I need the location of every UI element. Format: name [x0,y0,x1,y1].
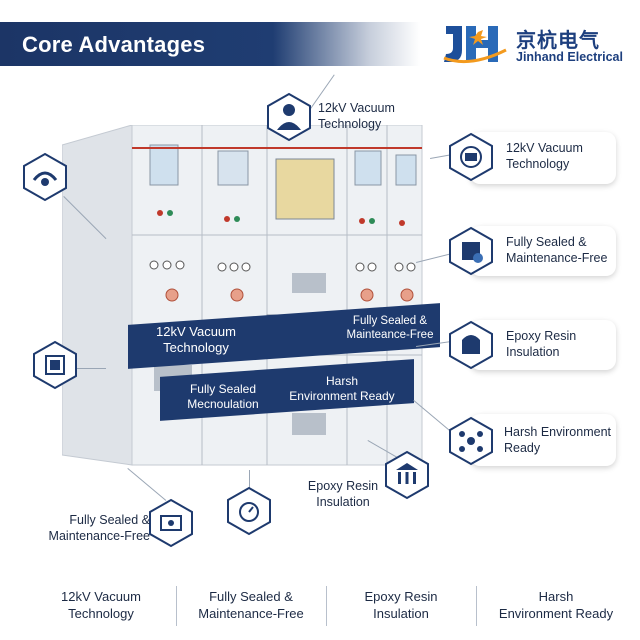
callout-card-4 [470,414,616,466]
callout-right-2-label: Fully Sealed & Maintenance-Free [506,235,608,265]
sealed-icon [449,226,493,276]
footer-item-4: Harsh Environment Ready [498,589,614,621]
building-icon [385,450,429,500]
header: Core Advantages 京杭电气 Jinhand Electrical [0,0,640,80]
engineer-icon [267,92,311,142]
footer-item-3: Epoxy Resin Insulation [364,589,438,621]
brand-logo: 京杭电气 Jinhand Electrical [440,18,630,68]
footer-item-2: Fully Sealed & Maintenance-Free [198,589,304,621]
callout-right-3-label: Epoxy Resin Insulation [506,329,577,359]
footer-divider [326,586,327,626]
band-2-right-text: Harsh Environment Ready [289,374,395,403]
brand-name-en: Jinhand Electrical [516,50,623,64]
callout-card-3 [470,320,616,370]
page-title: Core Advantages [22,32,206,57]
resin-icon [449,320,493,370]
callout-card-1 [470,132,616,184]
cable-icon [23,152,67,202]
switchgear-cabinet [62,125,423,466]
callout-top-label: 12kV Vacuum Technology [318,101,395,131]
footer-divider [476,586,477,626]
band-2-left-text: Fully Sealed Mecnoulation [187,382,259,411]
network-icon [449,416,493,466]
stopwatch-icon [227,486,271,536]
footer-feature-bar: 12kV Vacuum Technology Fully Sealed & Ma… [0,570,640,640]
band-1-left-text: 12kV Vacuum Technology [156,324,236,355]
callout-right-4-label: Harsh Environment Ready [504,425,611,455]
logo-mark-icon [443,26,507,64]
callout-bottom-left-label: Fully Sealed & Maintenance-Free [48,513,150,543]
callout-bottom-center-label: Epoxy Resin Insulation [307,479,379,509]
title-band [0,22,420,66]
band-1-right-text: Fully Sealed & Mainteance-Free [346,315,434,341]
vacuum-icon [449,132,493,182]
shield-icon [149,498,193,548]
brand-name-cn: 京杭电气 [516,30,600,52]
footer-divider [176,586,177,626]
callout-card-2 [470,226,616,276]
footer-item-1: 12kV Vacuum Technology [61,589,141,621]
module-icon [33,340,77,390]
leader-line [76,368,106,369]
callout-right-1-label: 12kV Vacuum Technology [506,141,583,171]
